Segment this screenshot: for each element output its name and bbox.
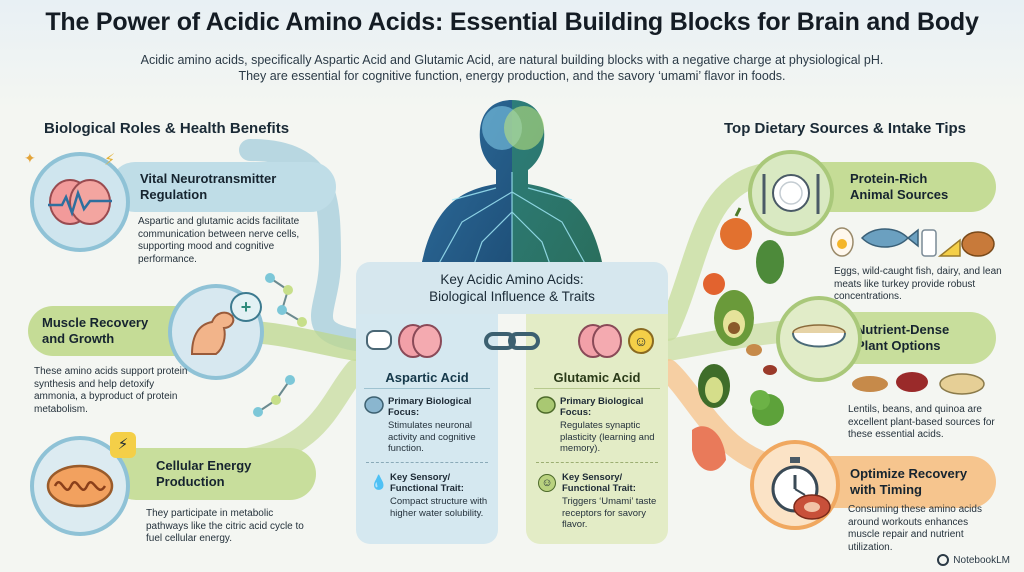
plant-options-text: Lentils, beans, and quinoa are excellent… bbox=[848, 404, 995, 440]
page-subtitle: Acidic amino acids, specifically Asparti… bbox=[90, 52, 934, 84]
plant-foods-icons bbox=[852, 372, 985, 395]
muscle-card-title: Muscle Recovery and Growth bbox=[42, 315, 149, 346]
smile-face-icon: ☺ bbox=[538, 474, 556, 492]
glutamic-dashed-divider bbox=[536, 462, 658, 463]
neurotransmitter-card-title-pill: Vital Neurotransmitter Regulation bbox=[110, 162, 336, 212]
timing-text: Consuming these amino acids around worko… bbox=[848, 504, 982, 553]
brain-icon bbox=[48, 179, 112, 225]
steak-icon bbox=[793, 494, 831, 520]
lightning-icon: ⚡ bbox=[104, 152, 116, 169]
aspartic-trait-label: Key Sensory/ Functional Trait: bbox=[390, 472, 464, 494]
plant-options-title: Nutrient-Dense Plant Options bbox=[856, 322, 950, 353]
animal-foods-icons bbox=[830, 227, 995, 257]
tongue-smile-icon: ☺ bbox=[628, 328, 654, 354]
glutamic-focus-brain-icon bbox=[536, 396, 556, 414]
glutamic-focus-label: Primary Biological Focus: bbox=[560, 396, 644, 418]
glutamic-focus-text: Regulates synaptic plasticity (learning … bbox=[560, 420, 655, 454]
aspartic-trait-text: Compact structure with higher water solu… bbox=[390, 496, 488, 519]
left-section-heading: Biological Roles & Health Benefits bbox=[44, 120, 290, 137]
aspartic-focus-text: Stimulates neuronal activity and cogniti… bbox=[388, 420, 476, 454]
timing-title: Optimize Recovery with Timing bbox=[850, 466, 968, 497]
aspartic-divider bbox=[364, 388, 490, 389]
center-heading-box: Key Acidic Amino Acids: Biological Influ… bbox=[356, 262, 668, 314]
page-title: The Power of Acidic Amino Acids: Essenti… bbox=[45, 8, 979, 36]
center-heading-line-1: Key Acidic Amino Acids: bbox=[440, 272, 584, 287]
chain-link-icon bbox=[484, 332, 540, 350]
speech-bubble-icon bbox=[366, 330, 392, 350]
glutamic-trait-label: Key Sensory/ Functional Trait: bbox=[562, 472, 636, 494]
glutamic-divider bbox=[534, 388, 660, 389]
plus-bubble-icon: + bbox=[230, 292, 262, 322]
glutamic-acid-name: Glutamic Acid bbox=[553, 370, 641, 385]
muscle-card-text: These amino acids support protein synthe… bbox=[34, 366, 188, 415]
neurotransmitter-card-title: Vital Neurotransmitter Regulation bbox=[140, 171, 277, 202]
plate-cutlery-icon bbox=[762, 174, 820, 214]
grain-bowl-icon bbox=[792, 324, 846, 348]
aspartic-brain-icon bbox=[398, 324, 442, 358]
neurotransmitter-card-text: Aspartic and glutamic acids facilitate c… bbox=[138, 216, 300, 265]
aspartic-focus-label: Primary Biological Focus: bbox=[388, 396, 472, 418]
notebooklm-brand: NotebookLM bbox=[937, 554, 1010, 566]
flexed-arm-icon bbox=[190, 311, 235, 355]
aspartic-focus-brain-icon bbox=[364, 396, 384, 414]
aspartic-dashed-divider bbox=[366, 462, 488, 463]
animal-sources-title: Protein-Rich Animal Sources bbox=[850, 171, 949, 202]
energy-lightning-icon: ⚡ bbox=[110, 432, 136, 458]
water-drop-icon: 💧 bbox=[370, 474, 388, 490]
energy-card-title: Cellular Energy Production bbox=[156, 458, 252, 489]
mitochondria-icon bbox=[46, 464, 114, 508]
plate-circle-icon bbox=[748, 150, 834, 236]
subtitle-line-2: They are essential for cognitive functio… bbox=[238, 69, 786, 83]
animal-sources-text: Eggs, wild-caught fish, dairy, and lean … bbox=[834, 266, 1002, 302]
brand-label: NotebookLM bbox=[953, 554, 1010, 566]
molecule-icon-2 bbox=[253, 375, 295, 417]
right-section-heading: Top Dietary Sources & Intake Tips bbox=[724, 120, 967, 137]
energy-card-title-pill: Cellular Energy Production bbox=[110, 448, 316, 500]
aspartic-acid-name: Aspartic Acid bbox=[385, 370, 469, 385]
energy-card-text: They participate in metabolic pathways l… bbox=[146, 508, 304, 544]
molecule-icon bbox=[265, 273, 307, 327]
center-heading-line-2: Biological Influence & Traits bbox=[429, 289, 595, 304]
subtitle-line-1: Acidic amino acids, specifically Asparti… bbox=[140, 53, 884, 67]
notebooklm-logo-icon bbox=[937, 554, 950, 566]
sparkle-icon: ✦ bbox=[24, 150, 36, 166]
brain-circle-icon bbox=[30, 152, 130, 252]
bowl-circle-icon bbox=[776, 296, 862, 382]
human-nervous-system-illustration bbox=[420, 100, 604, 272]
glutamic-trait-text: Triggers ‘Umami’ taste receptors for sav… bbox=[562, 496, 657, 530]
food-illustrations bbox=[692, 207, 784, 471]
glutamic-brain-icon bbox=[578, 324, 622, 358]
